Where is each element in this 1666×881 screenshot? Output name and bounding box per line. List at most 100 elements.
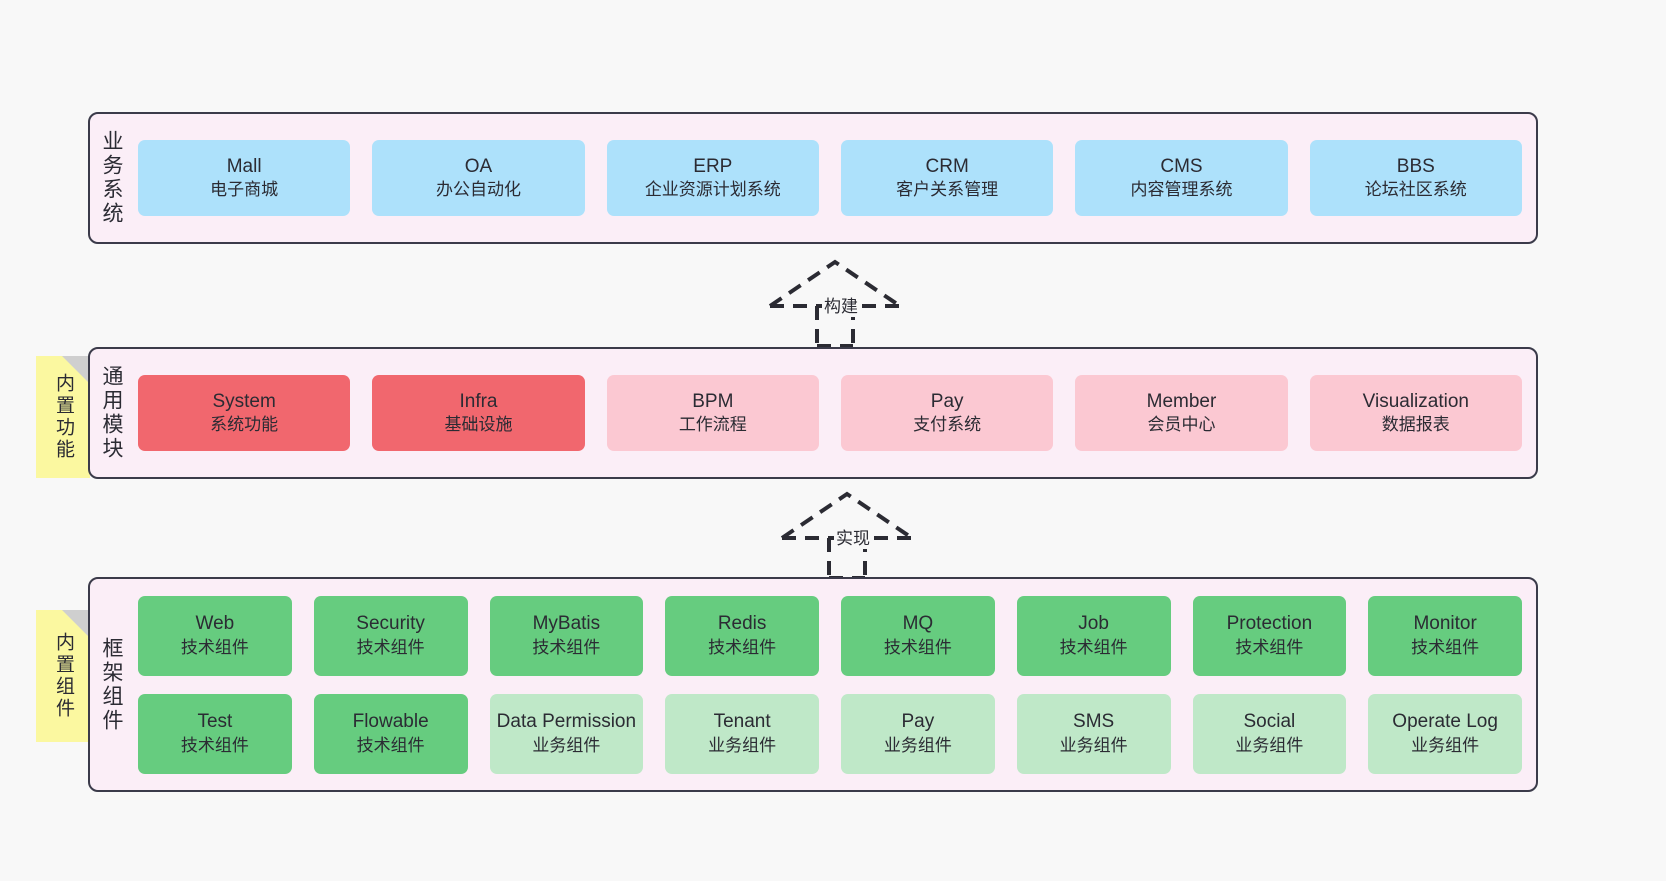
card-title: Visualization	[1362, 390, 1469, 412]
card-job[interactable]: Job 技术组件	[1016, 595, 1171, 676]
layer-business-system: 业务系统 Mall 电子商城 OA 办公自动化 ERP 企业资源计划系统 CRM…	[88, 112, 1538, 244]
card-subtitle: 支付系统	[913, 415, 982, 435]
card-flowable[interactable]: Flowable 技术组件	[313, 693, 468, 774]
card-subtitle: 会员中心	[1147, 415, 1216, 435]
card-subtitle: 业务组件	[1059, 735, 1128, 755]
card-row: Test 技术组件 Flowable 技术组件 Data Permission …	[138, 693, 1522, 774]
card-title: CRM	[925, 155, 969, 177]
card-web[interactable]: Web 技术组件	[138, 595, 292, 676]
card-title: BBS	[1396, 155, 1435, 177]
card-subtitle: 企业资源计划系统	[644, 180, 781, 200]
card-title: MyBatis	[532, 613, 601, 635]
card-erp[interactable]: ERP 企业资源计划系统	[606, 140, 819, 216]
card-title: Member	[1146, 390, 1217, 412]
card-subtitle: 技术组件	[180, 735, 249, 755]
card-title: Test	[197, 711, 233, 733]
layer-title-framework-components: 框架组件	[100, 636, 124, 733]
card-cms[interactable]: CMS 内容管理系统	[1075, 140, 1288, 216]
note-fold-corner-icon	[62, 356, 90, 384]
layer-title-common-modules: 通用模块	[100, 365, 124, 461]
card-data-permission[interactable]: Data Permission 业务组件	[489, 693, 644, 774]
card-test[interactable]: Test 技术组件	[138, 693, 292, 774]
card-subtitle: 技术组件	[356, 637, 425, 657]
layer-body-business-system: Mall 电子商城 OA 办公自动化 ERP 企业资源计划系统 CRM 客户关系…	[132, 114, 1536, 242]
card-row: System 系统功能 Infra 基础设施 BPM 工作流程 Pay 支付系统…	[138, 375, 1522, 451]
card-title: Data Permission	[496, 711, 637, 733]
card-title: Protection	[1226, 613, 1313, 635]
card-subtitle: 业务组件	[883, 735, 952, 755]
card-subtitle: 办公自动化	[435, 180, 521, 200]
card-title: CMS	[1160, 155, 1203, 177]
note-fold-corner-icon	[62, 610, 90, 638]
card-subtitle: 技术组件	[1059, 637, 1128, 657]
layer-body-common-modules: System 系统功能 Infra 基础设施 BPM 工作流程 Pay 支付系统…	[132, 349, 1536, 477]
card-title: SMS	[1073, 711, 1115, 733]
card-subtitle: 基础设施	[444, 415, 513, 435]
card-bpm[interactable]: BPM 工作流程	[606, 375, 819, 451]
layer-framework-components: 框架组件 Web 技术组件 Security 技术组件 MyBatis 技术组件…	[88, 577, 1538, 792]
card-pay-component[interactable]: Pay 业务组件	[841, 693, 995, 774]
card-subtitle: 业务组件	[1411, 735, 1480, 755]
connector-label-implement: 实现	[834, 524, 872, 549]
card-row: Web 技术组件 Security 技术组件 MyBatis 技术组件 Redi…	[138, 595, 1522, 676]
card-row: Mall 电子商城 OA 办公自动化 ERP 企业资源计划系统 CRM 客户关系…	[138, 140, 1522, 216]
layer-body-framework-components: Web 技术组件 Security 技术组件 MyBatis 技术组件 Redi…	[132, 579, 1536, 790]
card-subtitle: 技术组件	[883, 637, 952, 657]
card-subtitle: 技术组件	[180, 637, 249, 657]
card-title: System	[212, 390, 276, 412]
card-subtitle: 技术组件	[1235, 637, 1304, 657]
card-pay-module[interactable]: Pay 支付系统	[840, 375, 1054, 451]
card-subtitle: 技术组件	[532, 637, 601, 657]
card-mybatis[interactable]: MyBatis 技术组件	[489, 595, 644, 676]
card-redis[interactable]: Redis 技术组件	[665, 595, 819, 676]
card-tenant[interactable]: Tenant 业务组件	[665, 693, 819, 774]
card-operate-log[interactable]: Operate Log 业务组件	[1368, 693, 1522, 774]
card-protection[interactable]: Protection 技术组件	[1192, 595, 1347, 676]
card-subtitle: 客户关系管理	[896, 180, 999, 200]
layer-title-business-system: 业务系统	[100, 130, 124, 226]
card-title: Tenant	[713, 711, 771, 733]
card-mall[interactable]: Mall 电子商城	[138, 140, 351, 216]
card-title: Security	[356, 613, 425, 635]
card-system[interactable]: System 系统功能	[138, 375, 351, 451]
card-monitor[interactable]: Monitor 技术组件	[1368, 595, 1522, 676]
card-infra[interactable]: Infra 基础设施	[372, 375, 585, 451]
connector-build: 构建	[760, 256, 910, 348]
card-bbs[interactable]: BBS 论坛社区系统	[1309, 140, 1522, 216]
card-title: BPM	[692, 390, 734, 412]
card-subtitle: 业务组件	[1235, 735, 1304, 755]
card-title: Redis	[717, 613, 767, 635]
card-visualization[interactable]: Visualization 数据报表	[1309, 375, 1522, 451]
card-subtitle: 内容管理系统	[1130, 180, 1233, 200]
card-subtitle: 技术组件	[356, 735, 425, 755]
card-title: Job	[1078, 613, 1109, 635]
card-crm[interactable]: CRM 客户关系管理	[840, 140, 1054, 216]
card-subtitle: 业务组件	[708, 735, 777, 755]
connector-implement: 实现	[772, 488, 922, 580]
card-title: Social	[1243, 711, 1296, 733]
card-title: Monitor	[1413, 613, 1477, 635]
card-sms[interactable]: SMS 业务组件	[1016, 693, 1171, 774]
card-title: OA	[464, 155, 493, 177]
card-security[interactable]: Security 技术组件	[313, 595, 468, 676]
card-social[interactable]: Social 业务组件	[1192, 693, 1347, 774]
card-subtitle: 数据报表	[1381, 415, 1450, 435]
card-oa[interactable]: OA 办公自动化	[372, 140, 585, 216]
card-mq[interactable]: MQ 技术组件	[841, 595, 995, 676]
card-title: MQ	[902, 613, 934, 635]
card-subtitle: 技术组件	[708, 637, 777, 657]
card-member[interactable]: Member 会员中心	[1075, 375, 1288, 451]
note-builtin-component: 内置组件	[36, 610, 90, 742]
card-title: Web	[195, 613, 235, 635]
card-title: ERP	[693, 155, 733, 177]
card-subtitle: 电子商城	[210, 180, 279, 200]
card-title: Operate Log	[1392, 711, 1498, 733]
card-title: Pay	[901, 711, 935, 733]
card-title: Infra	[459, 390, 498, 412]
note-label: 内置功能	[52, 373, 74, 461]
card-subtitle: 技术组件	[1411, 637, 1480, 657]
card-title: Flowable	[352, 711, 429, 733]
card-subtitle: 论坛社区系统	[1364, 180, 1467, 200]
note-builtin-function: 内置功能	[36, 356, 90, 478]
